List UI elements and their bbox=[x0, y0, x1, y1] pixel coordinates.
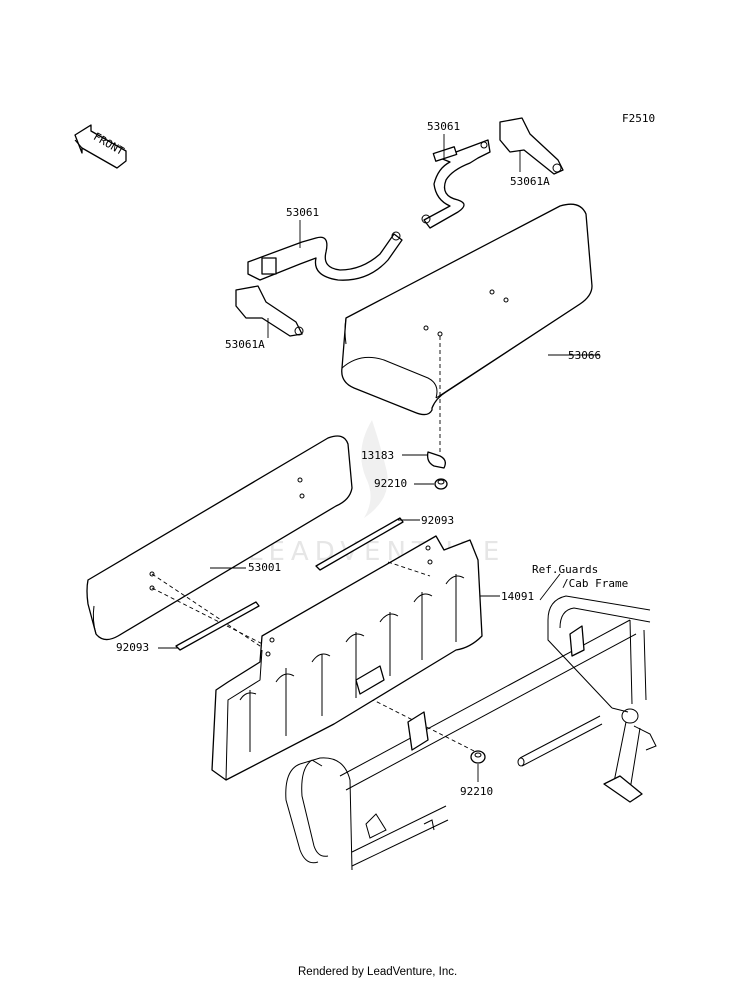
callout-backrest: 53001 bbox=[248, 561, 281, 574]
callout-clip-13183: 13183 bbox=[361, 449, 394, 462]
diagram-code: F2510 bbox=[622, 112, 655, 125]
callout-seat-base-panel: 14091 bbox=[501, 590, 534, 603]
callout-rod-upper: 92093 bbox=[421, 514, 454, 527]
rod-upper-92093 bbox=[315, 517, 404, 571]
callout-seat-cushion: 53066 bbox=[568, 349, 601, 362]
strap-upper-53061 bbox=[421, 139, 491, 229]
ref-note-line2: /Cab Frame bbox=[562, 577, 628, 590]
footer-credit: Rendered by LeadVenture, Inc. bbox=[298, 966, 457, 978]
bracket-lower-53061A bbox=[235, 285, 304, 337]
callout-nut-lower: 92210 bbox=[460, 785, 493, 798]
callout-nut-upper: 92210 bbox=[374, 477, 407, 490]
front-direction-arrow: FRONT bbox=[74, 124, 127, 169]
callout-bracket-upper: 53061A bbox=[510, 175, 550, 188]
cab-frame-guards bbox=[285, 595, 657, 871]
rod-lower-92093 bbox=[175, 601, 260, 651]
callout-strap-lower: 53061 bbox=[286, 206, 319, 219]
callout-strap-upper: 53061 bbox=[427, 120, 460, 133]
callout-rod-lower: 92093 bbox=[116, 641, 149, 654]
nut-lower-92210 bbox=[470, 750, 486, 764]
nut-upper-92210 bbox=[434, 478, 448, 490]
strap-lower-53061 bbox=[247, 231, 403, 281]
ref-note-line1: Ref.Guards bbox=[532, 563, 598, 576]
seat-cushion-53066 bbox=[341, 203, 593, 416]
callout-bracket-lower: 53061A bbox=[225, 338, 265, 351]
seat-base-panel-14091 bbox=[211, 535, 483, 781]
bracket-upper-53061A bbox=[499, 117, 564, 175]
clip-13183 bbox=[426, 451, 446, 469]
